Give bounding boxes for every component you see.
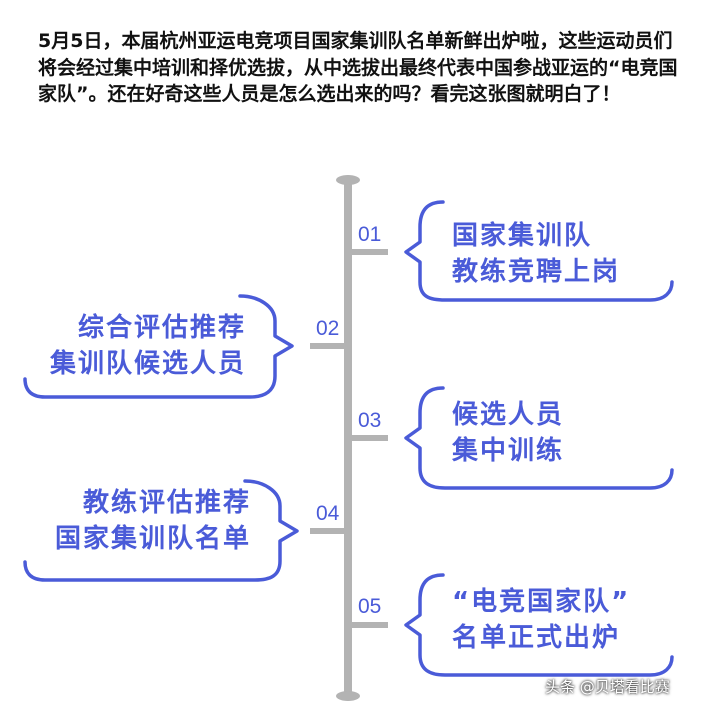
- tick-05: [348, 622, 388, 628]
- step-04-line1: 教练评估推荐: [82, 488, 251, 518]
- bracket-01: [404, 200, 674, 302]
- bracket-03: [404, 386, 674, 490]
- intro-text: 5月5日，本届杭州亚运电竞项目国家集训队名单新鲜出炉啦，这些运动员们将会经过集中…: [38, 30, 678, 105]
- tick-02: [310, 343, 348, 349]
- watermark: 头条 @贝塔看比赛: [545, 678, 670, 696]
- step-05: “电竞国家队” 名单正式出炉: [452, 584, 630, 656]
- bracket-04: [23, 479, 299, 582]
- step-03-line1: 候选人员: [452, 400, 565, 430]
- step-04-line2: 国家集训队名单: [54, 524, 251, 554]
- step-03-line2: 集中训练: [452, 436, 565, 466]
- step-01-line2: 教练竞聘上岗: [452, 257, 621, 287]
- step-01: 国家集训队 教练竞聘上岗: [452, 218, 620, 290]
- step-04: 教练评估推荐 国家集训队名单: [55, 485, 251, 557]
- step-02-line2: 集训队候选人员: [49, 349, 246, 379]
- timeline-bottom-cap: [336, 691, 360, 701]
- step-01-line1: 国家集训队: [452, 221, 593, 251]
- step-number-04: 04: [316, 502, 340, 525]
- step-number-05: 05: [358, 595, 382, 618]
- step-05-line1: “电竞国家队”: [452, 587, 631, 617]
- tick-01: [348, 249, 388, 255]
- bracket-02: [23, 294, 294, 399]
- bracket-05: [404, 573, 674, 677]
- step-number-02: 02: [316, 317, 340, 340]
- timeline-top-cap: [336, 175, 360, 185]
- step-number-03: 03: [358, 409, 382, 432]
- tick-03: [348, 435, 388, 441]
- step-02: 综合评估推荐 集训队候选人员: [50, 310, 246, 382]
- step-02-line1: 综合评估推荐: [77, 313, 246, 343]
- step-03: 候选人员 集中训练: [452, 397, 564, 469]
- step-number-01: 01: [358, 223, 382, 246]
- step-05-line2: 名单正式出炉: [452, 623, 621, 653]
- tick-04: [310, 528, 348, 534]
